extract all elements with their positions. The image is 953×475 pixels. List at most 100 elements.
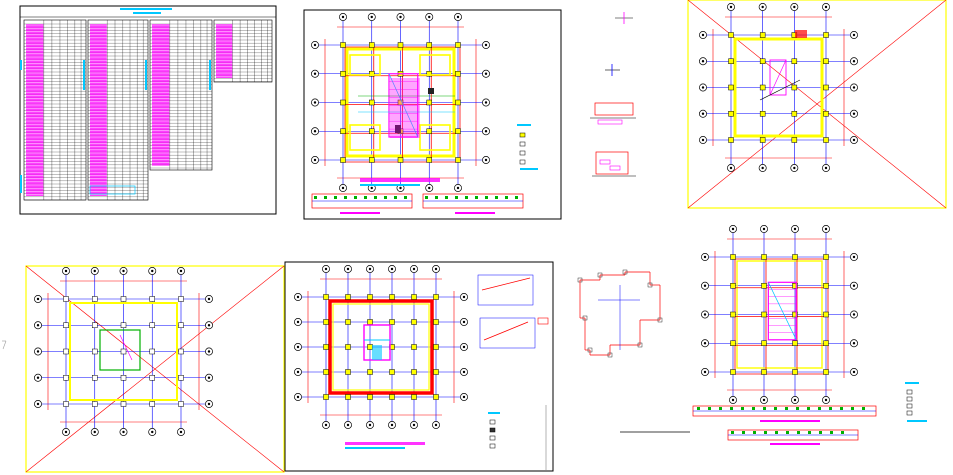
legend-note <box>520 168 538 170</box>
core-room <box>99 329 141 371</box>
section-rebar <box>374 196 377 199</box>
column <box>730 369 736 375</box>
column <box>367 344 373 350</box>
plan-caption-bar <box>345 442 425 445</box>
column <box>367 294 373 300</box>
column <box>345 294 351 300</box>
column <box>761 254 767 260</box>
stair-detail-node <box>582 315 588 321</box>
grid-bubble-dot <box>324 423 328 427</box>
grid-bubble-dot <box>462 370 466 374</box>
section-rebar <box>505 196 508 199</box>
grid-bubble-dot <box>462 395 466 399</box>
core-diagonal <box>768 282 797 340</box>
column <box>426 99 432 106</box>
column <box>92 322 98 328</box>
grid-bubble-dot <box>824 166 828 170</box>
grid-bubble-dot <box>824 227 828 231</box>
column <box>728 84 734 91</box>
section-rebar <box>334 196 337 199</box>
grid-bubble-dot <box>731 227 735 231</box>
stair-detail-node <box>597 272 603 278</box>
column <box>367 369 373 375</box>
column <box>455 128 461 134</box>
column <box>63 375 69 381</box>
legend-note <box>907 420 927 422</box>
stair-slope-1 <box>481 277 531 291</box>
detail-stair-2 <box>609 165 621 171</box>
column <box>823 369 829 375</box>
foundation-plan-sections <box>311 193 524 214</box>
section-rebar <box>515 196 518 199</box>
legend-swatch <box>906 403 913 409</box>
table-block <box>213 19 273 83</box>
column <box>433 319 439 325</box>
schedule-side-mark-1 <box>20 60 22 70</box>
section-rebar <box>314 196 317 199</box>
detail-stair-2 <box>599 159 611 165</box>
beam-plan-details <box>477 274 549 349</box>
column <box>823 283 829 289</box>
crossed-plan-lower-left <box>25 265 285 473</box>
room-marker <box>795 30 807 38</box>
detail-footing-1 <box>597 119 623 125</box>
legend-swatch <box>519 150 526 156</box>
section-rebar <box>475 196 478 199</box>
grid-bubble-dot <box>179 430 183 434</box>
grid-bubble-dot <box>296 345 300 349</box>
cross-line-d <box>25 265 285 473</box>
section-rebar <box>384 196 387 199</box>
column <box>455 71 461 77</box>
beam-plan-frame <box>284 261 554 472</box>
section-rebar <box>445 196 448 199</box>
detail-mark <box>537 317 549 325</box>
grid-bubble-dot <box>852 86 856 89</box>
column <box>92 375 98 381</box>
grid-bubble-dot <box>701 86 705 89</box>
column <box>433 394 439 400</box>
legend-swatch <box>489 419 496 425</box>
column <box>761 283 767 289</box>
column <box>120 375 127 381</box>
column-plan-sheet <box>620 225 927 445</box>
column <box>340 128 346 134</box>
column <box>389 319 395 325</box>
section-rebar <box>324 196 327 199</box>
table-block <box>149 19 213 171</box>
column <box>397 99 404 106</box>
grid-bubble-dot <box>703 313 707 316</box>
grid-bubble-dot <box>456 186 460 190</box>
section-rebar <box>829 407 832 410</box>
beam-plan-sheet <box>284 261 554 472</box>
section-rebar <box>840 407 843 410</box>
beam-plan-legend <box>488 405 547 470</box>
detail-sections-drawing <box>590 12 636 177</box>
section-caption <box>760 420 820 422</box>
section-rebar <box>764 431 767 434</box>
column <box>759 58 766 64</box>
column <box>730 283 736 289</box>
section-rebar <box>719 407 722 410</box>
column <box>120 296 127 302</box>
core-diagonal <box>388 73 419 138</box>
section-rebar <box>807 407 810 410</box>
grid-bubble-dot <box>296 395 300 399</box>
column <box>92 296 98 302</box>
column <box>389 294 395 300</box>
column <box>63 348 69 355</box>
table-name-column <box>90 24 107 196</box>
detail-sections-1 <box>590 12 636 177</box>
column-plan-drawing <box>701 225 858 404</box>
column <box>120 401 127 407</box>
column <box>340 42 346 48</box>
partition <box>349 54 381 76</box>
partition <box>419 54 451 76</box>
legend-swatch <box>906 396 913 402</box>
stair-run <box>119 334 133 361</box>
column <box>426 71 432 77</box>
column <box>761 340 767 346</box>
grid-bubble-dot <box>428 186 431 190</box>
section-rebar <box>819 431 822 434</box>
grid-bubble-dot <box>93 269 96 273</box>
column <box>389 369 395 375</box>
